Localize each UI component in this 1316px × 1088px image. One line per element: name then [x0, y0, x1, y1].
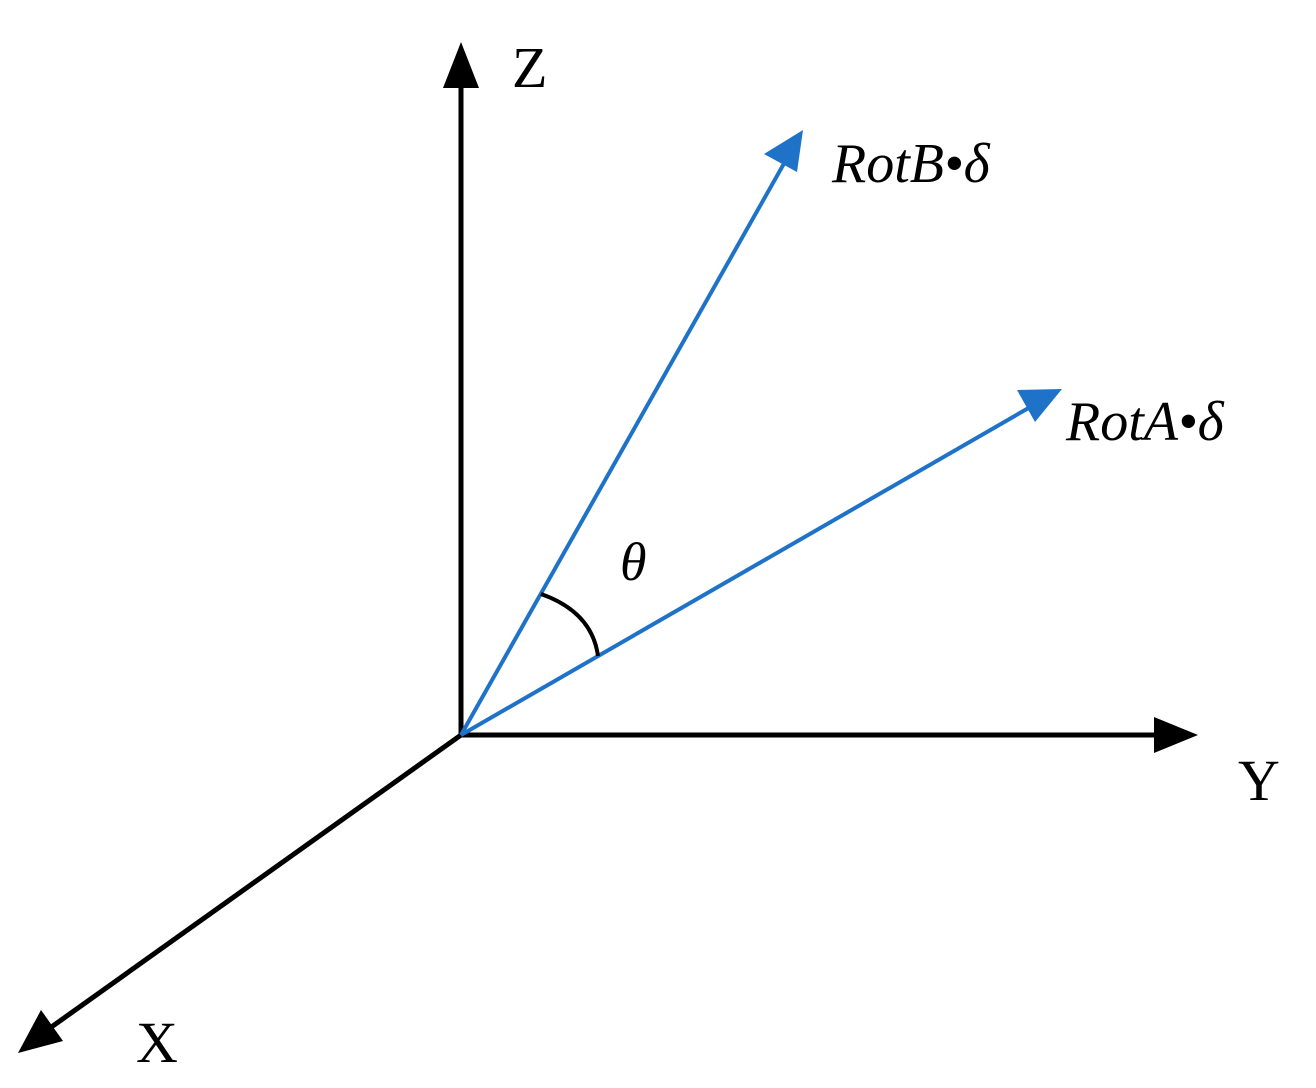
x-axis: X [18, 732, 463, 1075]
z-axis-label: Z [512, 35, 547, 100]
z-axis-arrowhead [443, 42, 479, 88]
angle-arc [540, 592, 600, 657]
rot-b-vector-label: RotB•δ [831, 133, 991, 195]
rot-a-vector: RotA•δ [460, 389, 1225, 737]
x-axis-line [48, 732, 463, 1031]
y-axis-label: Y [1238, 748, 1280, 813]
angle-marker: θ [540, 532, 647, 657]
angle-label: θ [620, 532, 647, 592]
x-axis-arrowhead [18, 1010, 63, 1053]
rot-b-vector: RotB•δ [459, 130, 991, 736]
y-axis-arrowhead [1154, 717, 1198, 753]
x-axis-label: X [136, 1010, 178, 1075]
y-axis: Y [459, 717, 1280, 813]
rot-a-vector-arrowhead [1017, 389, 1062, 422]
rot-a-vector-line [460, 404, 1033, 737]
rot-b-vector-arrowhead [764, 130, 803, 172]
rot-a-vector-label: RotA•δ [1065, 391, 1225, 453]
rot-b-vector-line [459, 159, 788, 736]
z-axis: Z [443, 35, 547, 737]
